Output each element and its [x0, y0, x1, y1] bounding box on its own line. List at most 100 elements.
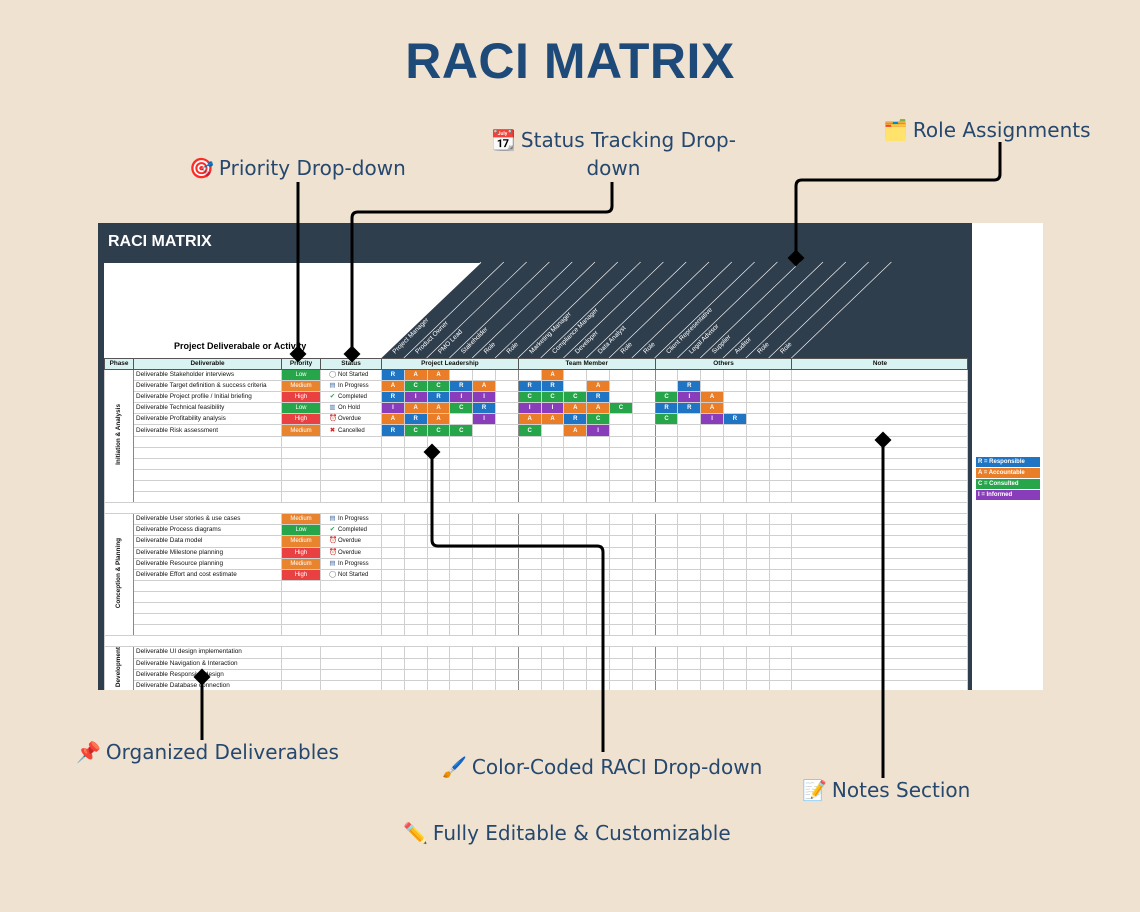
- table-row: [105, 613, 968, 626]
- status-dropdown[interactable]: ◯Not Started: [320, 568, 382, 581]
- raci-cell[interactable]: [586, 680, 611, 690]
- pencil-icon: ✏️: [403, 821, 428, 845]
- raci-cell[interactable]: [654, 680, 679, 690]
- callout-editable-text: Fully Editable & Customizable: [432, 821, 731, 845]
- status-icon: ◯: [329, 570, 337, 578]
- status-icon: ✔: [329, 526, 336, 534]
- priority-dropdown[interactable]: Medium: [281, 535, 321, 548]
- raci-cell[interactable]: C: [426, 380, 451, 393]
- status-text: Completed: [338, 527, 368, 534]
- callout-roles: 🗂️Role Assignments: [883, 116, 1091, 144]
- status-dropdown[interactable]: ▤In Progress: [320, 513, 382, 526]
- role-divider-line: [494, 261, 596, 359]
- paintbrush-icon: 🖌️: [442, 755, 467, 779]
- raci-cell[interactable]: [563, 680, 588, 690]
- role-divider-line: [517, 261, 619, 359]
- raci-cell[interactable]: C: [449, 424, 474, 437]
- table-row: [105, 457, 968, 470]
- legend-item: I = Informed: [976, 490, 1040, 501]
- raci-cell[interactable]: C: [654, 391, 679, 404]
- raci-cell[interactable]: [517, 680, 542, 690]
- status-icon: ▥: [329, 404, 336, 412]
- raci-cell[interactable]: A: [586, 402, 611, 415]
- pushpin-icon: 📌: [76, 740, 101, 764]
- role-divider-line: [471, 261, 573, 359]
- status-text: Not Started: [338, 571, 369, 578]
- folder-icon: 🗂️: [883, 118, 908, 142]
- status-text: In Progress: [338, 560, 369, 567]
- calendar-icon: 📆: [491, 128, 516, 152]
- status-text: Cancelled: [338, 427, 365, 434]
- raci-cell[interactable]: R: [677, 402, 702, 415]
- raci-cell[interactable]: [609, 680, 633, 690]
- raci-cell[interactable]: [540, 680, 565, 690]
- role-divider-line: [563, 261, 664, 359]
- status-text: In Progress: [338, 516, 369, 523]
- legend-item: R = Responsible: [976, 457, 1040, 468]
- role-divider-line: [426, 261, 527, 359]
- status-text: Not Started: [338, 372, 369, 379]
- role-divider-line: [654, 261, 755, 359]
- role-divider-line: [791, 261, 892, 359]
- callout-priority: 🎯Priority Drop-down: [189, 154, 406, 182]
- raci-cell[interactable]: A: [586, 380, 611, 393]
- role-divider-line: [631, 261, 733, 359]
- raci-cell[interactable]: [677, 680, 702, 690]
- deliverable-heading: Project Deliverabale or Activity: [174, 341, 307, 351]
- status-icon: ◯: [329, 371, 337, 379]
- raci-cell[interactable]: C: [563, 391, 588, 404]
- sheet-divider: [104, 260, 968, 263]
- role-divider-line: [699, 261, 801, 359]
- raci-cell[interactable]: R: [403, 413, 428, 426]
- status-text: On Hold: [338, 405, 361, 412]
- status-icon: ⏰: [329, 537, 338, 545]
- raci-cell[interactable]: [700, 680, 724, 690]
- status-icon: ⏰: [329, 415, 338, 423]
- callout-status: 📆Status Tracking Drop- down: [491, 126, 736, 182]
- status-icon: ▤: [329, 382, 336, 390]
- status-text: Overdue: [338, 549, 362, 556]
- raci-cell[interactable]: C: [586, 413, 611, 426]
- status-text: Overdue: [338, 416, 362, 423]
- table-row: [105, 579, 968, 592]
- target-icon: 🎯: [189, 156, 214, 180]
- callout-raci: 🖌️Color-Coded RACI Drop-down: [442, 753, 762, 781]
- status-icon: ▤: [329, 515, 336, 523]
- legend-item: C = Consulted: [976, 479, 1040, 490]
- raci-cell[interactable]: R: [381, 368, 405, 382]
- callout-status-text-1: Status Tracking Drop-: [520, 128, 736, 152]
- callout-editable: ✏️Fully Editable & Customizable: [403, 819, 731, 847]
- role-divider-line: [380, 261, 482, 359]
- raci-cell[interactable]: [723, 680, 747, 690]
- status-dropdown[interactable]: ✖Cancelled: [320, 424, 382, 437]
- status-text: Overdue: [338, 538, 362, 545]
- callout-organized: 📌Organized Deliverables: [76, 738, 339, 766]
- callout-priority-text: Priority Drop-down: [218, 156, 406, 180]
- role-divider-line: [768, 261, 869, 359]
- memo-icon: 📝: [802, 778, 827, 802]
- table-row: Deliverable Responsive design: [105, 668, 968, 682]
- callout-roles-text: Role Assignments: [912, 118, 1091, 142]
- callout-notes: 📝Notes Section: [802, 776, 970, 804]
- status-dropdown[interactable]: [320, 680, 382, 690]
- role-divider-line: [585, 261, 687, 359]
- raci-cell[interactable]: [631, 680, 656, 690]
- raci-cell[interactable]: [494, 680, 519, 690]
- callout-raci-text: Color-Coded RACI Drop-down: [471, 755, 763, 779]
- role-divider-line: [449, 261, 550, 359]
- status-icon: ✔: [329, 393, 336, 401]
- table-row: Deliverable Database connection: [105, 680, 968, 690]
- note-cell[interactable]: [791, 680, 968, 690]
- page-title: RACI MATRIX: [405, 33, 735, 89]
